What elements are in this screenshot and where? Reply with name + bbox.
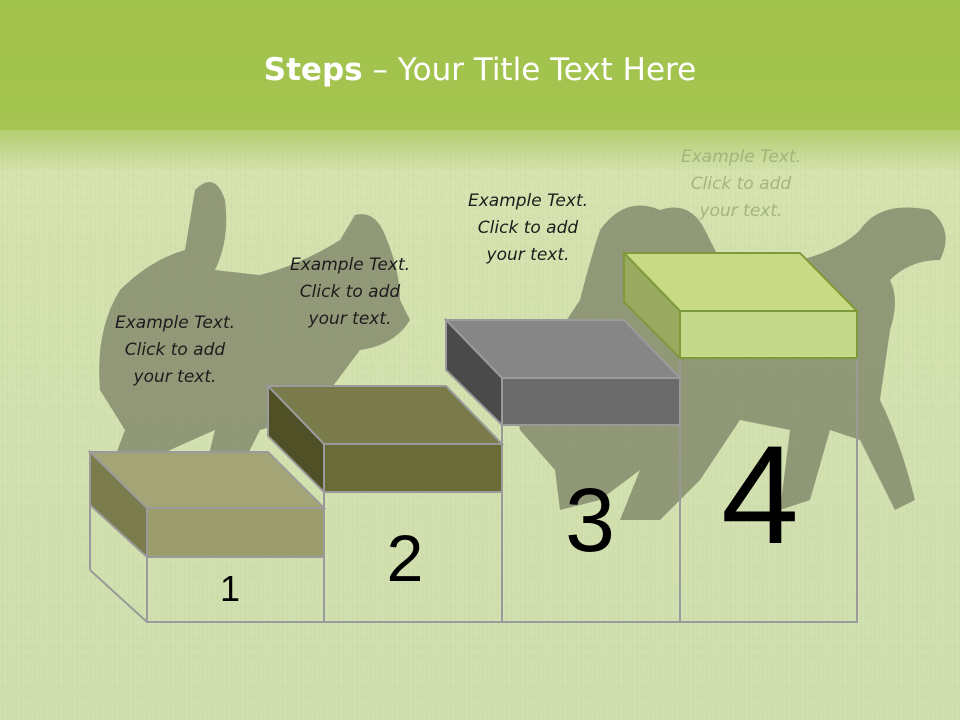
slide-title[interactable]: Steps – Your Title Text Here — [0, 52, 960, 88]
title-bold: Steps — [263, 52, 363, 88]
step-1-block[interactable] — [87, 449, 327, 560]
step-4-number: 4 — [721, 416, 799, 573]
step-4-caption[interactable]: Example Text. Click to add your text. — [680, 147, 802, 221]
step-3-number: 3 — [564, 471, 616, 571]
step-2-number: 2 — [386, 521, 424, 595]
step-3-caption[interactable]: Example Text. Click to add your text. — [467, 191, 589, 265]
dog-silhouette-left — [99, 182, 411, 470]
step-3-block[interactable] — [443, 317, 683, 428]
title-rest: – Your Title Text Here — [362, 52, 697, 88]
dog-silhouette-right — [510, 205, 946, 520]
step-4-block[interactable] — [621, 250, 860, 361]
step-2-caption[interactable]: Example Text. Click to add your text. — [289, 255, 411, 329]
step-1-number: 1 — [219, 568, 241, 609]
step-1-caption[interactable]: Example Text. Click to add your text. — [114, 313, 236, 387]
step-2-block[interactable] — [265, 383, 505, 495]
